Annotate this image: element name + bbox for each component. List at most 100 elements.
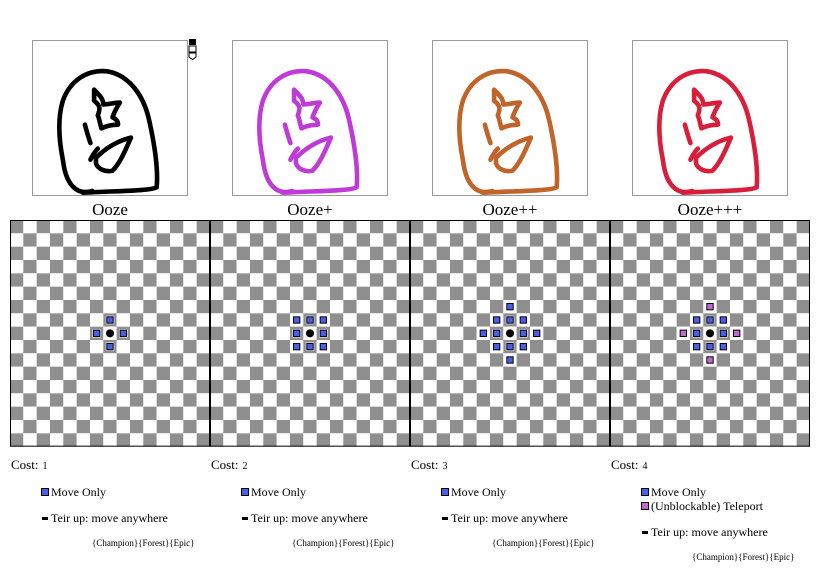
board-square bbox=[236, 353, 250, 367]
board-square bbox=[636, 286, 650, 300]
board-square bbox=[343, 366, 357, 380]
board-square bbox=[249, 353, 264, 367]
board-square bbox=[49, 246, 64, 260]
board-square bbox=[103, 233, 117, 247]
board-square bbox=[89, 220, 104, 234]
board-square bbox=[316, 366, 330, 380]
board-square bbox=[76, 233, 90, 247]
board-square bbox=[676, 433, 690, 447]
board-square bbox=[476, 366, 490, 380]
board-square bbox=[716, 286, 730, 300]
board-square bbox=[463, 313, 477, 327]
drawing-stroke bbox=[273, 186, 295, 195]
board-square bbox=[316, 419, 330, 434]
move-swatch-icon bbox=[441, 488, 449, 496]
board-square bbox=[796, 246, 810, 260]
board-square bbox=[369, 326, 384, 340]
board-square bbox=[383, 273, 397, 287]
board-square bbox=[676, 419, 690, 434]
board-square bbox=[183, 393, 197, 407]
board-square bbox=[316, 379, 330, 394]
board bbox=[10, 220, 210, 447]
move-swatch-icon bbox=[41, 488, 49, 496]
board-square bbox=[263, 299, 277, 314]
board-square bbox=[223, 286, 237, 300]
board-square bbox=[476, 246, 490, 260]
color-toggle-icon[interactable] bbox=[188, 38, 198, 65]
board-square bbox=[796, 286, 810, 300]
board-square bbox=[263, 379, 277, 394]
board-square bbox=[369, 233, 384, 247]
board-square bbox=[436, 286, 450, 300]
board-square bbox=[716, 353, 730, 367]
board-square bbox=[796, 339, 810, 354]
board-square bbox=[516, 246, 530, 260]
board-square bbox=[716, 259, 730, 274]
board-square bbox=[263, 246, 277, 260]
board-square bbox=[23, 326, 37, 340]
board-square bbox=[143, 393, 157, 407]
board-square bbox=[263, 286, 277, 300]
board-square bbox=[729, 366, 744, 380]
board-square bbox=[796, 273, 810, 287]
board-square bbox=[396, 299, 410, 314]
move-square bbox=[479, 329, 487, 337]
board-square bbox=[689, 259, 704, 274]
board-square bbox=[756, 379, 770, 394]
board-square bbox=[743, 379, 757, 394]
board-square bbox=[783, 433, 797, 447]
board-square bbox=[356, 273, 370, 287]
board-square bbox=[783, 406, 797, 420]
board-square bbox=[263, 419, 277, 434]
board-square bbox=[623, 326, 637, 340]
board-square bbox=[663, 220, 677, 234]
board-square bbox=[449, 353, 464, 367]
board-square bbox=[423, 406, 437, 420]
board-square bbox=[583, 379, 597, 394]
move-square bbox=[719, 316, 727, 324]
board-square bbox=[649, 220, 664, 234]
board-square bbox=[756, 433, 770, 447]
board-square bbox=[329, 419, 344, 434]
board-square bbox=[369, 366, 384, 380]
board-square bbox=[10, 286, 24, 300]
board-square bbox=[183, 259, 197, 274]
board-square bbox=[183, 246, 197, 260]
board-square bbox=[569, 393, 584, 407]
board-square bbox=[396, 273, 410, 287]
drawing-stroke bbox=[488, 146, 501, 162]
board-square bbox=[423, 379, 437, 394]
board-square bbox=[236, 233, 250, 247]
board-square bbox=[303, 406, 317, 420]
board-square bbox=[783, 379, 797, 394]
board-square bbox=[236, 419, 250, 434]
board-square bbox=[449, 273, 464, 287]
board-square bbox=[423, 259, 437, 274]
board-square bbox=[210, 379, 224, 394]
board-square bbox=[489, 419, 504, 434]
board-square bbox=[476, 299, 490, 314]
board-square bbox=[210, 326, 224, 340]
board-square bbox=[129, 246, 144, 260]
board-square bbox=[210, 220, 224, 234]
move-square bbox=[306, 316, 314, 324]
board-square bbox=[610, 353, 624, 367]
board-square bbox=[449, 419, 464, 434]
board-square bbox=[796, 406, 810, 420]
board-square bbox=[156, 313, 170, 327]
board-square bbox=[423, 326, 437, 340]
board-square bbox=[743, 286, 757, 300]
board-square bbox=[649, 246, 664, 260]
legend-move-only: Move Only bbox=[41, 485, 106, 499]
board-square bbox=[23, 339, 37, 354]
drawing-stroke bbox=[82, 122, 93, 146]
board-square bbox=[636, 326, 650, 340]
board-square bbox=[49, 273, 64, 287]
board-square bbox=[423, 246, 437, 260]
board-square bbox=[423, 273, 437, 287]
board-square bbox=[329, 286, 344, 300]
board-square bbox=[663, 233, 677, 247]
board-square bbox=[543, 233, 557, 247]
drawing-stroke bbox=[282, 122, 293, 146]
board-square bbox=[76, 393, 90, 407]
